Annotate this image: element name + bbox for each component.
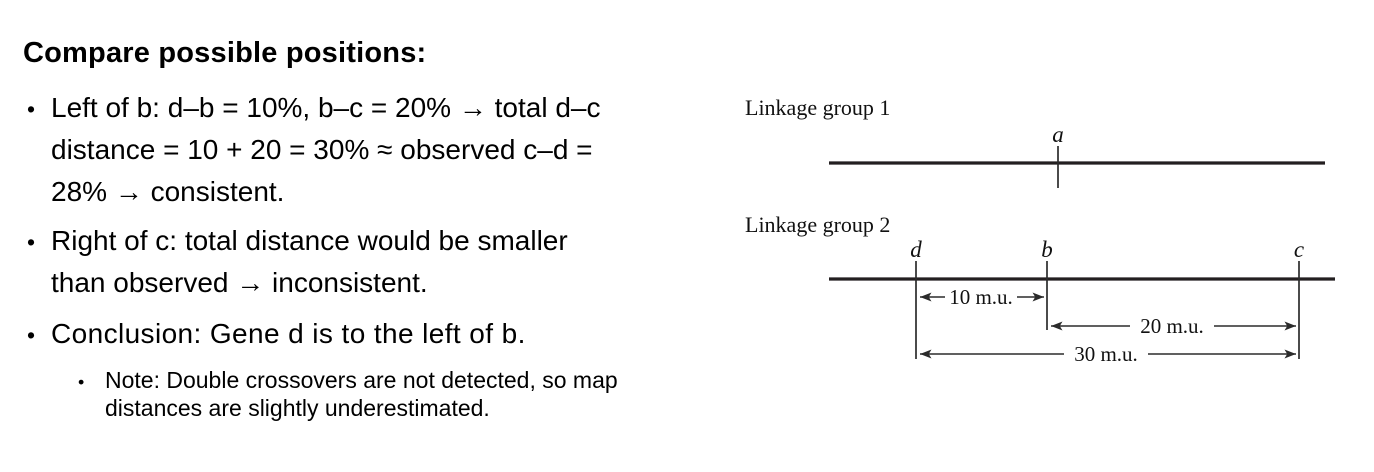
linkage-group-1-label: Linkage group 1 — [745, 95, 890, 120]
bullet-text: Left of b: d–b = 10%, b–c = 20% → total … — [51, 87, 600, 213]
bullet-dot — [27, 220, 51, 263]
bullet-dot — [27, 87, 51, 130]
linkage-map-diagram: Linkage group 1 a Linkage group 2 d b c … — [745, 95, 1335, 366]
bullet-line: Right of c: total distance would be smal… — [51, 225, 568, 256]
bullet-line: distance = 10 + 20 = 30% ≈ observed c–d … — [51, 134, 593, 165]
bullet-line: Left of b: d–b = 10%, b–c = 20% → total … — [51, 92, 601, 123]
slide-title: Compare possible positions: — [23, 37, 427, 69]
bullet-conclusion: Conclusion: Gene d is to the left of b. — [27, 313, 526, 356]
bullet-line: than observed → inconsistent. — [51, 267, 428, 298]
bullet-text: Note: Double crossovers are not detected… — [105, 366, 618, 422]
bullet-line: 28% → consistent. — [51, 176, 285, 207]
linkage-group-2-label: Linkage group 2 — [745, 212, 890, 237]
gene-label-a: a — [1052, 122, 1064, 147]
bullet-text: Conclusion: Gene d is to the left of b. — [51, 313, 526, 355]
distance-label-30mu: 30 m.u. — [1074, 342, 1138, 366]
gene-label-d: d — [910, 237, 922, 262]
gene-label-b: b — [1041, 237, 1053, 262]
bullet-left-of-b: Left of b: d–b = 10%, b–c = 20% → total … — [27, 87, 600, 213]
distance-label-20mu: 20 m.u. — [1140, 314, 1204, 338]
bullet-line: distances are slightly underestimated. — [105, 395, 490, 421]
bullet-right-of-c: Right of c: total distance would be smal… — [27, 220, 568, 304]
bullet-dot — [27, 313, 51, 356]
distance-label-10mu: 10 m.u. — [949, 285, 1013, 309]
gene-label-c: c — [1294, 237, 1304, 262]
bullet-note: Note: Double crossovers are not detected… — [78, 366, 618, 422]
bullet-line: Conclusion: Gene d is to the left of b. — [51, 318, 526, 349]
bullet-dot — [78, 366, 105, 396]
bullet-line: Note: Double crossovers are not detected… — [105, 367, 618, 393]
bullet-text: Right of c: total distance would be smal… — [51, 220, 568, 304]
